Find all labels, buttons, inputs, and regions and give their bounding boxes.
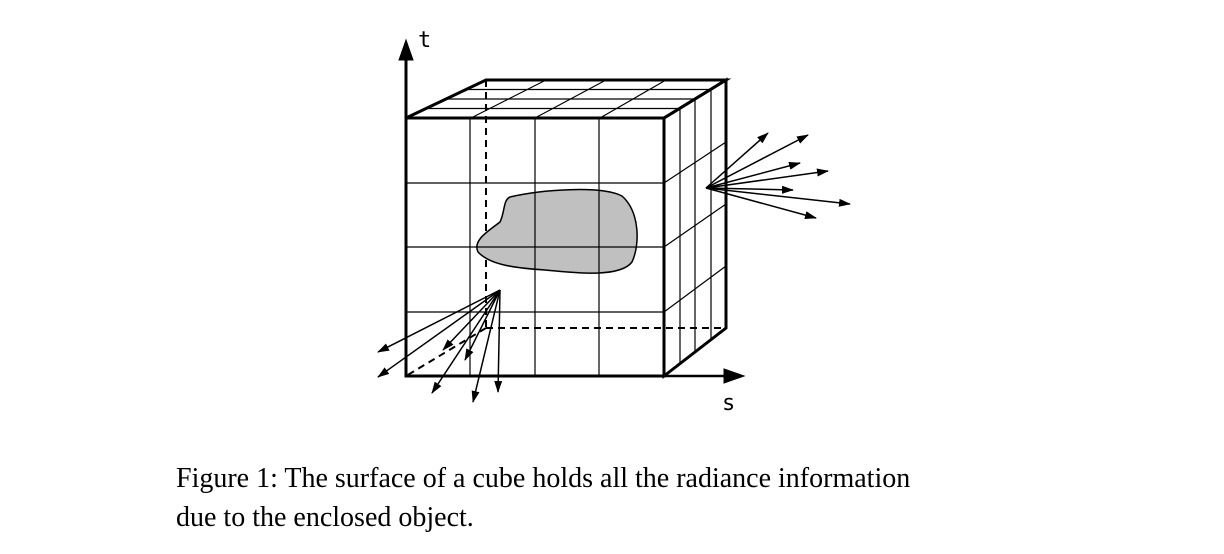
front-face-radiance-rays	[377, 289, 503, 403]
radiance-ray	[705, 168, 829, 189]
radiance-ray	[464, 289, 501, 361]
axes	[398, 38, 746, 384]
radiance-ray	[471, 289, 501, 403]
right-face-border	[662, 77, 728, 380]
radiance-ray	[705, 187, 851, 207]
radiance-ray	[705, 132, 769, 189]
t-axis-label: t	[418, 28, 431, 53]
figure-caption: Figure 1: The surface of a cube holds al…	[176, 459, 1136, 537]
right-grid-diagonal	[663, 203, 727, 248]
s-axis-label: s	[722, 391, 735, 416]
s-axis-arrowhead	[723, 368, 746, 384]
top-face	[405, 78, 732, 120]
right-face	[662, 77, 728, 380]
caption-line-2: due to the enclosed object.	[176, 502, 474, 533]
right-face-radiance-rays	[705, 132, 851, 219]
radiance-ray	[431, 289, 501, 394]
radiance-ray	[377, 289, 501, 353]
radiance-ray	[705, 187, 817, 219]
right-grid-diagonal	[663, 141, 727, 184]
right-grid-diagonal	[663, 265, 727, 313]
front-face	[404, 116, 666, 378]
caption-line-1: Figure 1: The surface of a cube holds al…	[176, 463, 911, 494]
radiance-ray	[377, 289, 501, 378]
hidden-back-diagonal-edge	[405, 327, 487, 377]
radiance-ray	[705, 161, 801, 189]
radiance-ray	[494, 289, 503, 393]
radiance-ray	[705, 134, 809, 189]
radiance-ray	[705, 185, 794, 194]
enclosed-object	[476, 188, 638, 274]
hidden-back-edges	[405, 80, 726, 377]
t-axis-arrowhead	[398, 38, 414, 61]
radiance-ray	[442, 289, 501, 351]
